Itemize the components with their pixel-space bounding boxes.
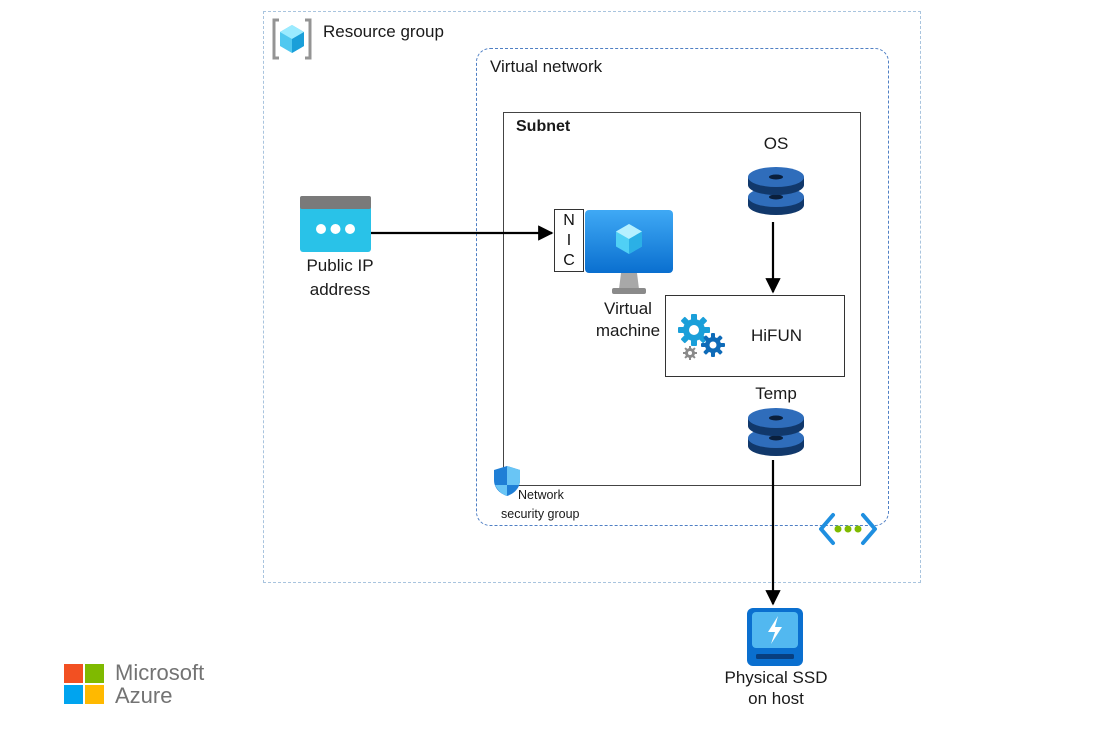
virtual-machine-icon [585, 210, 673, 294]
subnet-label: Subnet [516, 118, 571, 135]
os-disk-label: OS [763, 134, 789, 153]
resource-group-label: Resource group [323, 22, 444, 41]
temp-disk-icon [748, 408, 804, 456]
nsg-label-line1: Network [518, 488, 564, 502]
ssd-icon [747, 608, 803, 666]
microsoft-logo-icon [64, 664, 104, 704]
gears-icon [678, 314, 725, 360]
ssd-label: Physical SSD on host [724, 668, 828, 708]
nic-letter: I [566, 232, 572, 249]
nic-letter: C [563, 252, 575, 269]
shield-icon [494, 466, 520, 496]
virtual-network-boundary [476, 48, 889, 526]
nsg-label: Network security group [501, 486, 601, 524]
virtual-network-label: Virtual network [490, 57, 603, 76]
hifun-label: HiFUN [751, 326, 802, 345]
nic-letter: N [563, 212, 575, 229]
virtual-network-icon [819, 513, 877, 545]
resource-group-boundary [263, 11, 921, 583]
nic-box: N I C [554, 209, 584, 272]
temp-disk-label: Temp [755, 384, 797, 403]
nsg-label-line2: security group [501, 507, 580, 521]
public-ip-icon [300, 196, 371, 252]
branding-line1: Microsoft [115, 660, 205, 685]
public-ip-label: Public IP address [306, 256, 374, 299]
resource-group-icon [272, 18, 312, 60]
os-disk-icon [748, 167, 804, 215]
virtual-machine-label: Virtual machine [595, 299, 661, 340]
branding-line2: Azure [115, 683, 173, 708]
microsoft-azure-wordmark: Microsoft Azure [115, 661, 255, 707]
